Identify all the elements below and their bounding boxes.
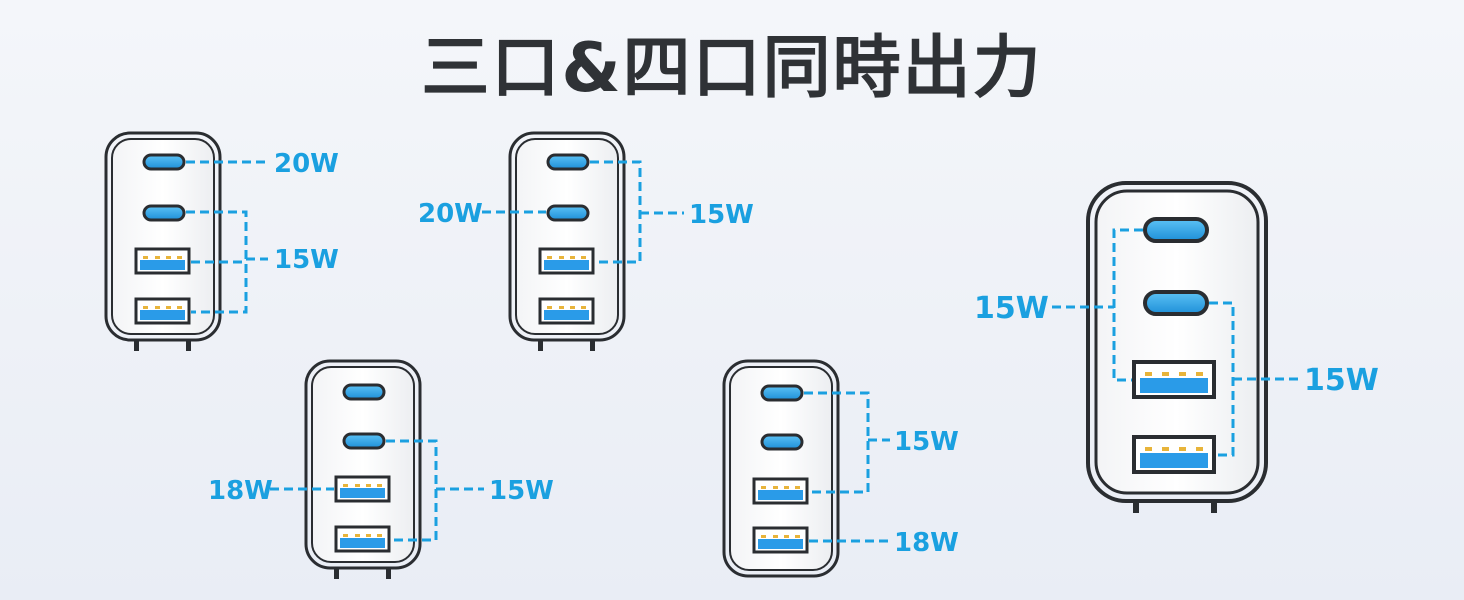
charger-4: 15W 18W xyxy=(722,359,959,578)
usb-c-port-2 xyxy=(546,204,590,222)
usb-c-port-2 xyxy=(342,432,386,450)
usb-a-port-1 xyxy=(334,475,391,503)
usb-a-port-1 xyxy=(752,477,809,505)
usb-c-port-2 xyxy=(1143,290,1209,316)
label-15w-right: 15W xyxy=(1304,363,1379,398)
usb-a-port-2 xyxy=(134,297,191,325)
label-18w: 18W xyxy=(208,476,273,506)
label-15w: 15W xyxy=(489,476,554,506)
usb-c-port-1 xyxy=(760,384,804,402)
usb-a-port-1 xyxy=(134,247,191,275)
label-15w-left: 15W xyxy=(974,291,1049,326)
label-18w: 18W xyxy=(894,528,959,558)
usb-a-port-2 xyxy=(538,297,595,325)
usb-a-port-2 xyxy=(334,525,391,553)
label-15w: 15W xyxy=(274,245,339,275)
charger-1: 20W 15W xyxy=(104,131,339,351)
charger-3: 18W 15W xyxy=(208,359,554,579)
usb-c-port-1 xyxy=(342,383,386,401)
usb-c-port-1 xyxy=(546,153,590,171)
charger-2: 20W 15W xyxy=(418,131,754,351)
usb-a-port-1 xyxy=(1132,360,1216,399)
label-15w: 15W xyxy=(689,200,754,230)
usb-a-port-2 xyxy=(1132,435,1216,474)
usb-c-port-1 xyxy=(142,153,186,171)
usb-a-port-1 xyxy=(538,247,595,275)
label-15w: 15W xyxy=(894,427,959,457)
usb-c-port-2 xyxy=(142,204,186,222)
charger-5: 15W 15W xyxy=(974,181,1379,513)
usb-c-port-2 xyxy=(760,433,804,451)
usb-a-port-2 xyxy=(752,526,809,554)
label-20w: 20W xyxy=(274,149,339,179)
label-20w: 20W xyxy=(418,199,483,229)
page-title: 三口&四口同時出力 xyxy=(421,29,1043,108)
usb-c-port-1 xyxy=(1143,217,1209,243)
